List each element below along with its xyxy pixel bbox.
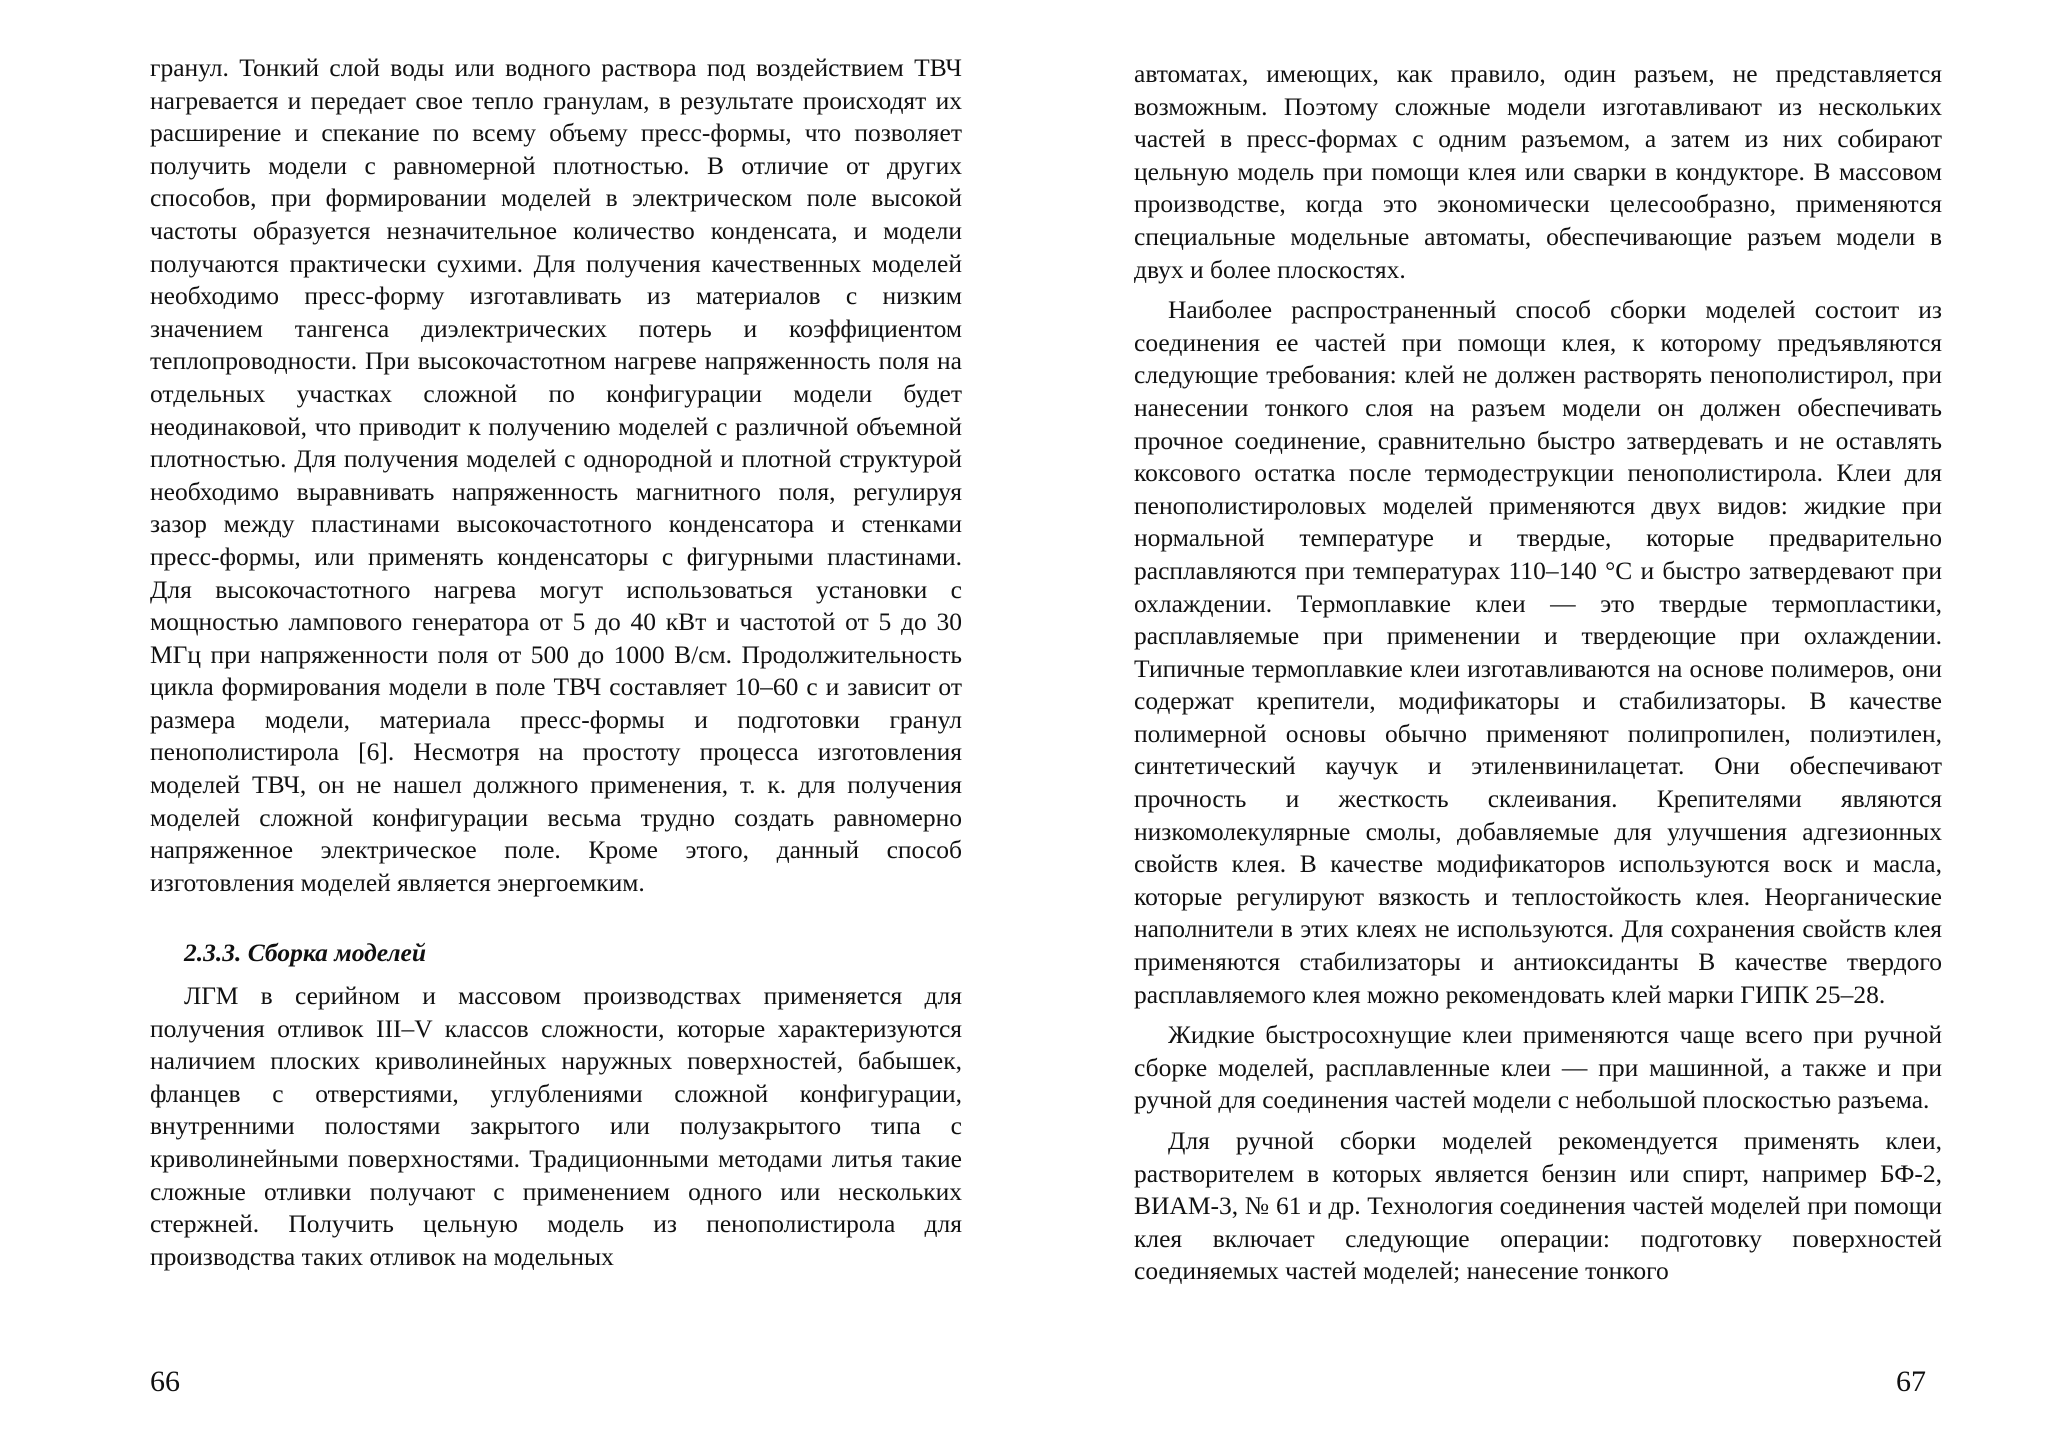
- left-page-text: гранул. Тонкий слой воды или водного рас…: [150, 52, 962, 1273]
- right-page: автоматах, имеющих, как правило, один ра…: [1030, 0, 2061, 1440]
- right-paragraph-4: Для ручной сборки моделей рекомендуется …: [1134, 1126, 1942, 1286]
- section-heading: 2.3.3. Сборка моделей: [184, 938, 427, 968]
- left-paragraph-1: гранул. Тонкий слой воды или водного рас…: [150, 53, 962, 897]
- right-paragraph-1: автоматах, имеющих, как правило, один ра…: [1134, 59, 1942, 284]
- right-paragraph-3: Жидкие быстросохнущие клеи применяются ч…: [1134, 1020, 1942, 1115]
- page-number-right: 67: [1896, 1365, 1926, 1398]
- right-paragraph-2: Наиболее распространенный способ сборки …: [1134, 295, 1942, 1009]
- page-number-left: 66: [150, 1365, 180, 1398]
- left-page: гранул. Тонкий слой воды или водного рас…: [0, 0, 1030, 1440]
- right-page-text: автоматах, имеющих, как правило, один ра…: [1134, 58, 1942, 1288]
- left-paragraph-2: ЛГМ в серийном и массовом производствах …: [150, 981, 962, 1271]
